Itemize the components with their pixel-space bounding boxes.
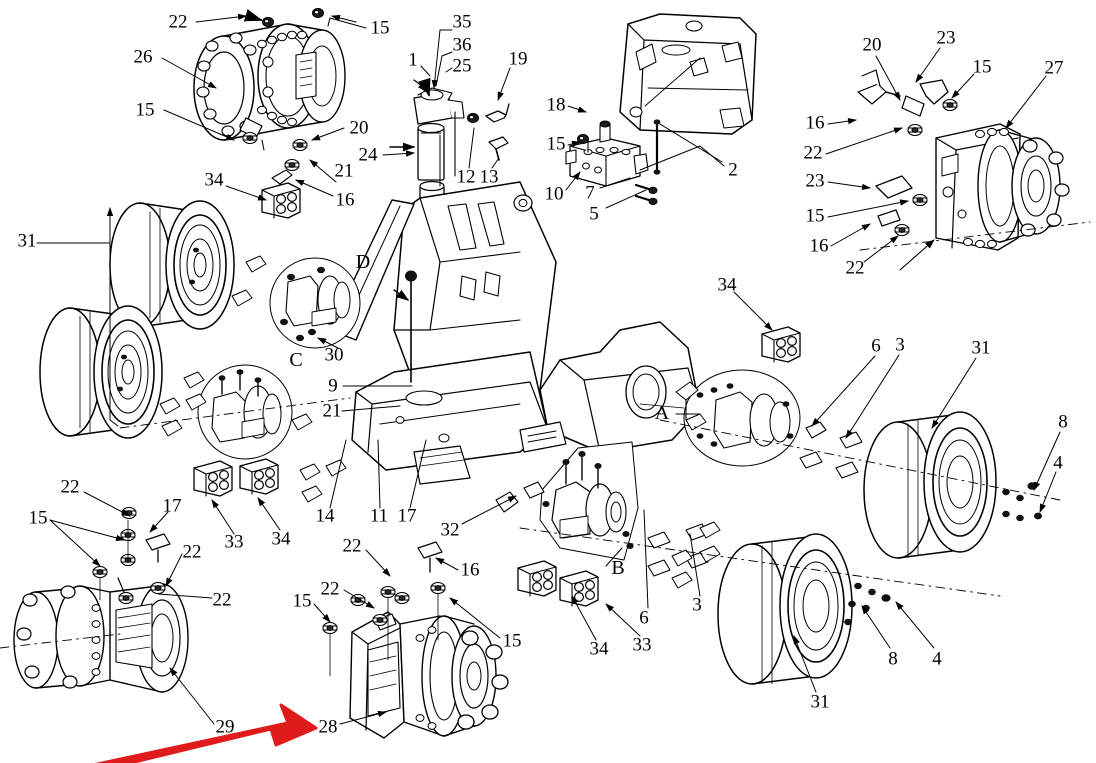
- part-callout-31: 31: [971, 337, 991, 359]
- part-callout-15: 15: [805, 205, 825, 227]
- part-callout-36: 36: [452, 34, 472, 56]
- hardware-right-of-a: [761, 326, 863, 479]
- part-callout-22: 22: [182, 541, 202, 563]
- tyre-upper-left: [109, 200, 235, 330]
- part-callout-13: 13: [479, 166, 499, 188]
- part-callout-12: 12: [456, 166, 476, 188]
- part-callout-16: 16: [460, 559, 480, 581]
- part-callout-30: 30: [324, 344, 344, 366]
- part-callout-24: 24: [358, 144, 378, 166]
- shim-stack-right: [671, 521, 721, 589]
- part-callout-34: 34: [589, 638, 609, 660]
- part-callout-1: 1: [408, 49, 418, 71]
- part-callout-35: 35: [452, 11, 472, 33]
- bolt-cluster-right-upper: [1002, 482, 1042, 522]
- part-callout-22: 22: [342, 535, 362, 557]
- seal-block-34-left: [239, 458, 279, 495]
- part-callout-25: 25: [452, 55, 472, 77]
- tyre-lower-left: [39, 305, 163, 439]
- rear-frame-assembly: [619, 13, 757, 135]
- detail-callout-D: D: [355, 251, 371, 273]
- tyre-right-upper: [863, 411, 997, 559]
- part-callout-34: 34: [717, 274, 737, 296]
- drive-motor-bottom-left-29: [13, 577, 189, 693]
- part-callout-15: 15: [502, 630, 522, 652]
- leader-lines: [36, 13, 1061, 725]
- part-callout-29: 29: [215, 716, 235, 738]
- part-callout-22: 22: [168, 11, 188, 33]
- part-callout-16: 16: [335, 189, 355, 211]
- hardware-bottom-centre: [322, 541, 446, 677]
- part-callout-15: 15: [135, 99, 155, 121]
- part-callout-33: 33: [224, 531, 244, 553]
- detail-callout-A: A: [654, 402, 670, 424]
- part-callout-22: 22: [60, 476, 80, 498]
- detail-callout-B: B: [611, 557, 625, 579]
- drive-motor-top-left: [193, 23, 346, 141]
- part-callout-15: 15: [292, 590, 312, 612]
- part-callout-34: 34: [204, 169, 224, 191]
- machine-frame-centre: [351, 181, 701, 485]
- part-callout-4: 4: [1053, 452, 1063, 474]
- part-callout-32: 32: [440, 519, 460, 541]
- drive-motor-top-right: [899, 123, 1070, 271]
- part-callout-16: 16: [809, 235, 829, 257]
- part-callout-23: 23: [805, 170, 825, 192]
- part-callout-27: 27: [1044, 57, 1064, 79]
- part-callout-28: 28: [318, 716, 338, 738]
- part-callout-18: 18: [546, 94, 566, 116]
- detail-callout-C: C: [289, 349, 303, 371]
- seal-block-33-left: [193, 460, 233, 497]
- seal-block-34-topleft: [261, 182, 301, 219]
- part-callout-4: 4: [932, 648, 942, 670]
- part-callout-21: 21: [322, 400, 342, 422]
- part-callout-15: 15: [546, 133, 566, 155]
- part-callout-19: 19: [508, 48, 528, 70]
- part-callout-10: 10: [544, 183, 564, 205]
- part-callout-17: 17: [397, 505, 417, 527]
- part-callout-6: 6: [871, 335, 881, 357]
- part-callout-15: 15: [972, 56, 992, 78]
- part-callout-22: 22: [803, 142, 823, 164]
- part-callout-7: 7: [585, 182, 595, 204]
- part-callout-33: 33: [632, 634, 652, 656]
- part-callout-8: 8: [888, 648, 898, 670]
- part-callout-5: 5: [589, 203, 599, 225]
- part-callout-6: 6: [639, 607, 649, 629]
- part-callout-31: 31: [17, 230, 37, 252]
- part-callout-9: 9: [328, 375, 338, 397]
- part-callout-16: 16: [805, 112, 825, 134]
- part-callout-11: 11: [369, 505, 389, 527]
- seal-block-33-centre: [559, 570, 599, 607]
- part-callout-22: 22: [320, 578, 340, 600]
- part-callout-23: 23: [936, 27, 956, 49]
- part-callout-34: 34: [271, 528, 291, 550]
- part-callout-31: 31: [810, 691, 830, 713]
- detail-circle-d: [269, 257, 361, 349]
- hardware-group-top-right: [857, 69, 958, 237]
- part-callout-15: 15: [28, 507, 48, 529]
- part-callout-15: 15: [370, 17, 390, 39]
- detail-polygon-b: [539, 441, 639, 561]
- part-callout-8: 8: [1058, 411, 1068, 433]
- control-valve-block: [565, 119, 661, 206]
- part-callout-3: 3: [895, 334, 905, 356]
- part-callout-22: 22: [212, 589, 232, 611]
- part-callout-22: 22: [845, 257, 865, 279]
- part-callout-17: 17: [162, 495, 182, 517]
- seal-block-34-centre: [517, 560, 557, 597]
- loose-hardware-scatter: [159, 255, 347, 503]
- part-callout-20: 20: [349, 117, 369, 139]
- part-callout-21: 21: [334, 160, 354, 182]
- drive-motor-bottom-centre-28: [349, 611, 509, 739]
- part-callout-3: 3: [692, 594, 702, 616]
- part-callout-14: 14: [315, 505, 335, 527]
- centre-axis-lines: [0, 221, 1091, 649]
- part-callout-20: 20: [862, 34, 882, 56]
- hardware-bottom-left: [92, 506, 171, 605]
- tyre-right-lower: [717, 533, 853, 685]
- part-callout-26: 26: [133, 46, 153, 68]
- part-callout-2: 2: [728, 159, 738, 181]
